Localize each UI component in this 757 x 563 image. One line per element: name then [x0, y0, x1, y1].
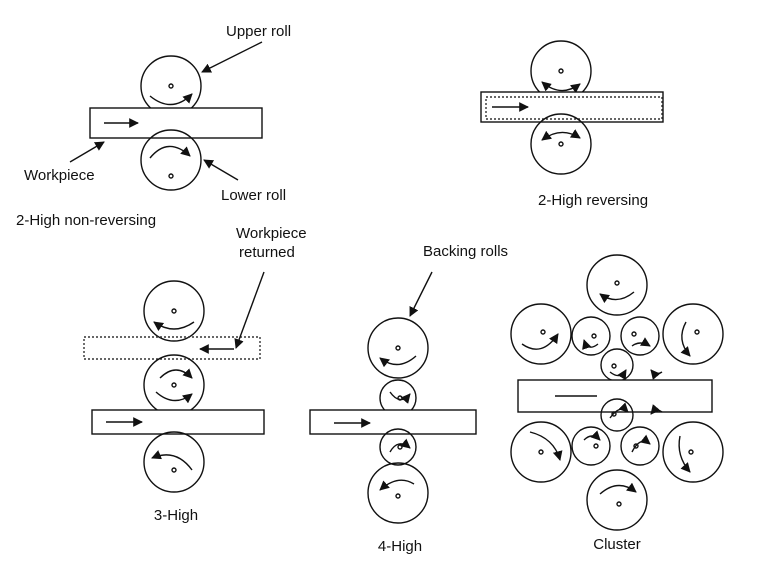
- backing-rolls-leader: [409, 271, 433, 317]
- two-high-reversing-mill: [480, 40, 664, 175]
- roll-axle: [395, 493, 401, 499]
- lower-roll: [530, 113, 592, 175]
- roll-axle: [171, 308, 177, 314]
- roll-axle: [538, 449, 544, 455]
- workpiece-strip: [517, 379, 713, 413]
- cluster-mill: [510, 254, 724, 531]
- roll-axle: [631, 331, 637, 337]
- cluster-small-roll: [571, 426, 611, 466]
- workpiece-returned-leader: [234, 271, 265, 349]
- workpiece-label: Workpiece: [24, 167, 95, 184]
- lower-roll-label: Lower roll: [221, 187, 287, 204]
- cluster-roll: [662, 303, 724, 365]
- rotation-arrow: [678, 435, 691, 473]
- roll-axle: [540, 329, 546, 335]
- backing-rolls-label: Backing rolls: [423, 243, 509, 260]
- rotation-arrow: [155, 391, 193, 404]
- two-high-non-reversing-mill: [69, 41, 263, 191]
- small-arrow: [650, 369, 663, 380]
- workpiece-leader: [69, 141, 105, 163]
- three-high-mill: [83, 271, 265, 493]
- three-high-caption: 3-High: [153, 507, 199, 524]
- rotation-arrow: [149, 145, 191, 159]
- workpiece-return-dotted: [485, 96, 663, 120]
- rotation-arrow: [631, 434, 651, 453]
- rotation-arrow: [599, 482, 637, 495]
- four-high-caption: 4-High: [377, 538, 423, 555]
- roll-axle: [395, 345, 401, 351]
- rotation-arrow: [609, 369, 627, 381]
- cluster-roll: [586, 254, 648, 316]
- rotation-arrow: [582, 339, 599, 350]
- rotation-arrow: [379, 479, 415, 491]
- top-roll: [143, 280, 205, 342]
- cluster-roll: [586, 469, 648, 531]
- cluster-roll: [510, 421, 572, 483]
- upper-roll-axle: [558, 68, 564, 74]
- rotation-arrow: [521, 333, 559, 350]
- cluster-small-roll: [571, 316, 611, 356]
- roll-axle: [688, 449, 694, 455]
- rotation-arrow: [153, 321, 195, 332]
- rotation-arrow: [389, 438, 411, 453]
- upper-roll-label: Upper roll: [226, 23, 292, 40]
- cluster-small-roll: [620, 316, 660, 356]
- workpiece-returned-label-line2: returned: [239, 244, 295, 261]
- rotation-arrow: [149, 93, 193, 106]
- roll-axle: [611, 411, 617, 417]
- roll-axle: [694, 329, 700, 335]
- cluster-work-roll: [600, 348, 634, 382]
- upper-roll-axle: [168, 83, 174, 89]
- rotation-arrow: [631, 337, 651, 347]
- lower-roll-leader: [203, 159, 239, 181]
- workpiece-returned-dotted: [83, 336, 261, 360]
- rotation-arrow: [541, 129, 581, 141]
- roll-axle: [397, 444, 403, 450]
- roll-axle: [614, 280, 620, 286]
- rotation-arrow: [680, 321, 691, 357]
- cluster-work-roll: [600, 398, 634, 432]
- workpiece-returned-label-line1: Workpiece: [236, 225, 307, 242]
- roll-axle: [616, 501, 622, 507]
- cluster-caption: Cluster: [593, 536, 641, 553]
- rotation-arrow: [583, 430, 601, 441]
- roll-axle: [611, 363, 617, 369]
- lower-backing-roll: [367, 462, 429, 524]
- upper-roll: [140, 55, 202, 117]
- bottom-roll: [143, 431, 205, 493]
- cluster-small-roll: [620, 426, 660, 466]
- lower-roll: [140, 129, 202, 191]
- middle-roll: [143, 354, 205, 416]
- lower-work-roll: [379, 428, 417, 466]
- rotation-arrow: [151, 450, 193, 471]
- upper-backing-roll: [367, 317, 429, 379]
- roll-axle: [171, 467, 177, 473]
- rotation-arrow: [599, 291, 635, 304]
- two-high-non-reversing-caption: 2-High non-reversing: [16, 212, 157, 229]
- rotation-arrow: [159, 368, 193, 379]
- rotation-arrow: [529, 431, 563, 461]
- two-high-reversing-caption: 2-High reversing: [538, 192, 649, 209]
- roll-axle: [591, 333, 597, 339]
- four-high-mill: [309, 271, 477, 524]
- rotation-arrow: [609, 402, 629, 419]
- upper-roll-leader: [201, 41, 263, 73]
- roll-axle: [171, 382, 177, 388]
- rotation-arrow: [379, 355, 417, 368]
- cluster-roll: [662, 421, 724, 483]
- lower-roll-axle: [168, 173, 174, 179]
- rotation-arrow: [541, 81, 581, 94]
- rotation-arrow: [389, 391, 411, 404]
- roll-axle: [593, 443, 599, 449]
- roll-axle: [633, 443, 639, 449]
- cluster-roll: [510, 303, 572, 365]
- lower-roll-axle: [558, 141, 564, 147]
- small-arrow: [650, 404, 663, 415]
